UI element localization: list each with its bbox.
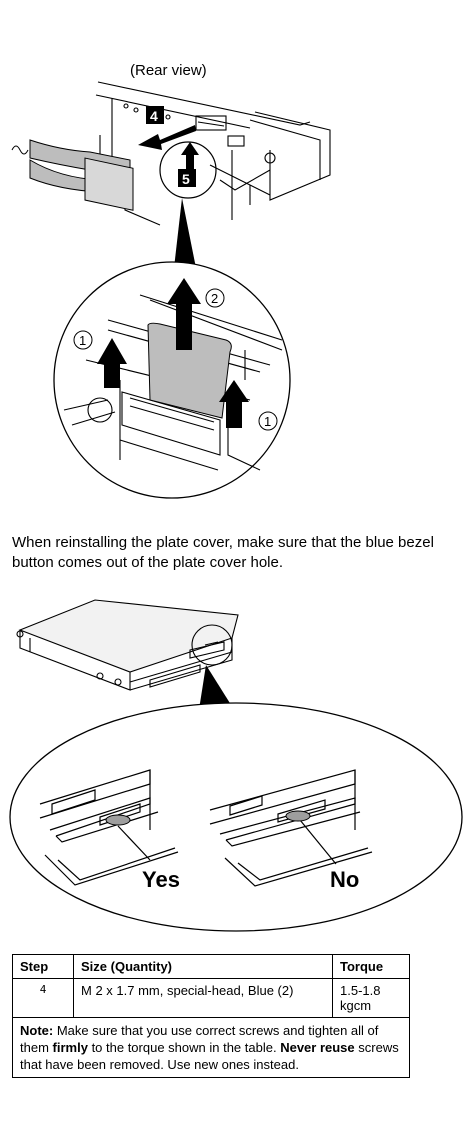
magnifier-ring-icon [159, 141, 217, 199]
note-firmly: firmly [52, 1040, 88, 1055]
note-text-2: to the torque shown in the table. [91, 1040, 277, 1055]
header-torque: Torque [332, 954, 410, 979]
circle-2: 2 [211, 291, 218, 306]
size-cell: M 2 x 1.7 mm, special-head, Blue (2) [73, 978, 333, 1018]
ribbon-cable [11, 139, 134, 211]
drive-chassis-rear [95, 81, 331, 226]
bezel-detail-view: Yes No [9, 702, 463, 932]
zoom-cone [174, 198, 196, 268]
rear-view-label: (Rear view) [130, 62, 207, 79]
lift-arrow-5: 5 [178, 142, 199, 187]
cable-removal-illustration: (Rear view) 4 5 [11, 62, 331, 499]
table-row: 4 M 2 x 1.7 mm, special-head, Blue (2) 1… [12, 978, 410, 1018]
note-row: Note: Make sure that you use correct scr… [12, 1017, 410, 1078]
detail-view: 1 2 1 [53, 261, 291, 499]
reinstall-caption: When reinstalling the plate cover, make … [12, 534, 434, 571]
note-text-1: Make sure that you use correct screws an… [20, 1023, 379, 1055]
header-size: Size (Quantity) [73, 954, 333, 979]
yes-label: Yes [142, 867, 180, 892]
no-label: No [330, 867, 359, 892]
table-header-row: Step Size (Quantity) Torque [12, 954, 410, 979]
circle-1-left: 1 [79, 333, 86, 348]
header-step: Step [12, 954, 74, 979]
screw-spec-table: Step Size (Quantity) Torque 4 M 2 x 1.7 … [12, 954, 410, 1078]
bezel-button-illustration: Yes No [9, 599, 463, 932]
callout-5: 5 [182, 171, 190, 187]
circle-1-right: 1 [264, 414, 271, 429]
note-cell: Note: Make sure that you use correct scr… [12, 1017, 410, 1078]
note-label: Note: [20, 1023, 54, 1038]
callout-4: 4 [150, 108, 158, 124]
note-never-reuse: Never reuse [280, 1040, 355, 1055]
step-cell: 4 [12, 978, 74, 1018]
magnifier-ring-icon [191, 624, 233, 666]
note-text-3: screws that have been removed. Use new o… [20, 1040, 399, 1072]
torque-cell: 1.5-1.8 kgcm [332, 978, 410, 1018]
pull-arrow-4: 4 [138, 106, 196, 150]
